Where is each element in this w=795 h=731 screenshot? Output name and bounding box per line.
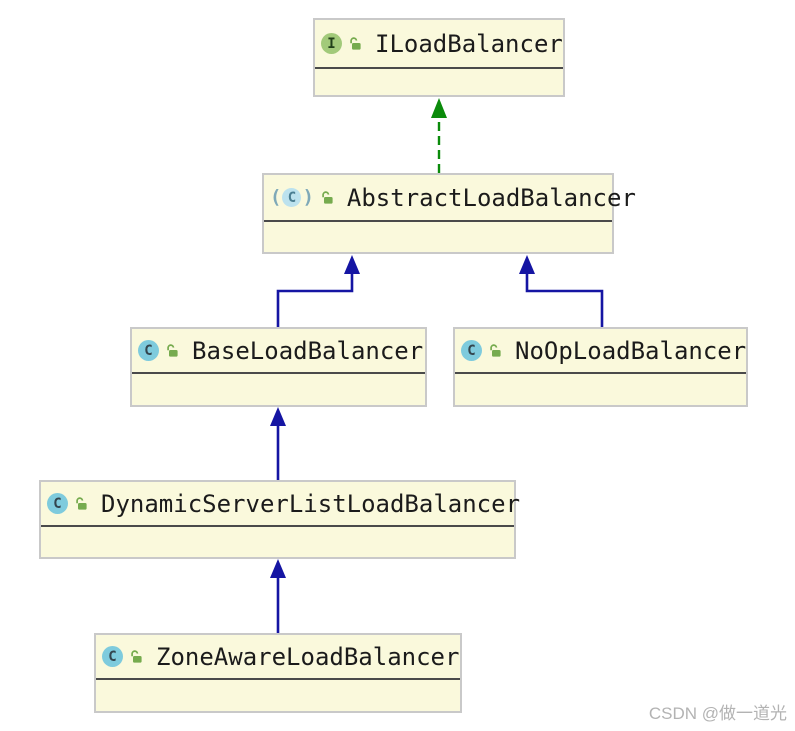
arrowhead-extends — [270, 407, 286, 426]
node-title-row: C NoOpLoadBalancer — [455, 329, 746, 374]
public-unlocked-icon — [129, 649, 144, 664]
class-name: DynamicServerListLoadBalancer — [101, 489, 521, 518]
class-node-baseloadbalancer[interactable]: C BaseLoadBalancer — [130, 327, 427, 407]
arrowhead-implements — [431, 98, 447, 118]
class-node-dynamicserverlistloadbalancer[interactable]: C DynamicServerListLoadBalancer — [39, 480, 520, 559]
class-icon: C — [461, 340, 482, 361]
public-unlocked-icon — [165, 343, 180, 358]
node-title-row: C ZoneAwareLoadBalancer — [96, 635, 460, 680]
class-icon: C — [47, 493, 68, 514]
edge-extends-zoneaware-to-dynamic[interactable] — [270, 559, 286, 633]
class-name: ILoadBalancer — [375, 29, 563, 58]
edge-extends-base-to-abstract[interactable] — [276, 255, 360, 327]
edge-extends-noop-to-abstract[interactable] — [519, 255, 604, 327]
class-node-abstractloadbalancer[interactable]: C AbstractLoadBalancer — [262, 173, 636, 254]
class-name: ZoneAwareLoadBalancer — [156, 642, 460, 671]
class-node-zoneawareloadbalancer[interactable]: C ZoneAwareLoadBalancer — [94, 633, 462, 713]
arrowhead-extends — [270, 559, 286, 578]
class-name: NoOpLoadBalancer — [515, 336, 747, 365]
interface-icon: I — [321, 33, 342, 54]
class-node-iloadbalancer[interactable]: I ILoadBalancer — [313, 18, 565, 97]
node-title-row: C BaseLoadBalancer — [132, 329, 425, 374]
public-unlocked-icon — [348, 36, 363, 51]
public-unlocked-icon — [74, 496, 89, 511]
arrowhead-extends — [344, 255, 360, 274]
node-title-row: C DynamicServerListLoadBalancer — [41, 482, 520, 527]
public-unlocked-icon — [320, 190, 335, 205]
arrowhead-extends — [519, 255, 535, 274]
class-name: BaseLoadBalancer — [192, 336, 424, 365]
csdn-watermark: CSDN @做一道光 — [648, 704, 787, 723]
class-name: AbstractLoadBalancer — [346, 183, 636, 212]
edge-extends-dynamic-to-base[interactable] — [270, 407, 286, 480]
abstract-class-icon: C — [270, 188, 314, 207]
class-icon: C — [102, 646, 123, 667]
class-node-nooploadbalancer[interactable]: C NoOpLoadBalancer — [453, 327, 748, 407]
edge-implements-abstract-to-interface[interactable] — [431, 98, 447, 173]
node-title-row: C AbstractLoadBalancer — [264, 175, 636, 222]
public-unlocked-icon — [488, 343, 503, 358]
class-icon: C — [138, 340, 159, 361]
node-title-row: I ILoadBalancer — [315, 20, 563, 69]
